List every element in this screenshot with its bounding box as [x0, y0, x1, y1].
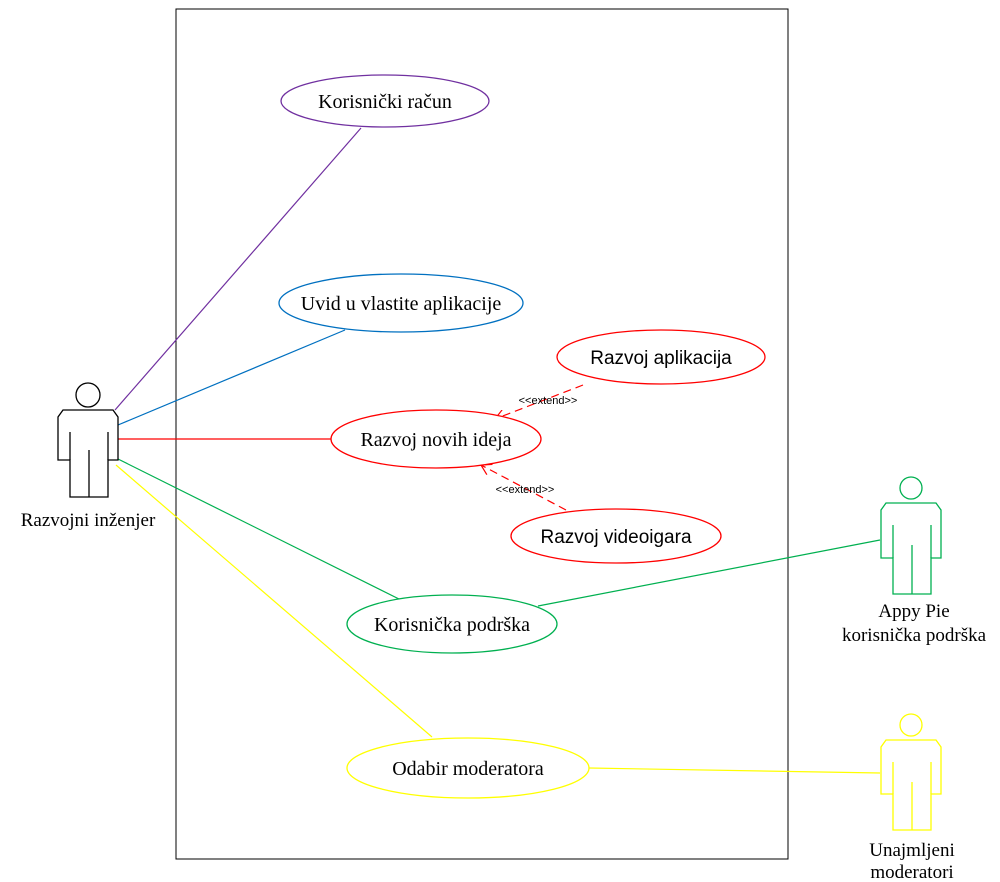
- association-moderators-hired: [588, 767, 881, 774]
- use-case-game-dev[interactable]: Razvoj videoigara: [510, 508, 722, 564]
- association-developer-support: [117, 458, 404, 602]
- extend-games-label: <<extend>>: [496, 484, 555, 496]
- extend-apps-arrow: [495, 384, 584, 419]
- actor-appy-support-label-line2: korisnička podrška: [842, 625, 987, 646]
- actor-developer-label: Razvojni inženjer: [21, 510, 156, 531]
- association-support-appy: [537, 539, 881, 607]
- system-boundary: [175, 8, 789, 860]
- use-case-own-apps[interactable]: Uvid u vlastite aplikacije: [278, 273, 524, 333]
- use-case-account-label: Korisnički račun: [318, 91, 452, 113]
- actor-hired-moderators[interactable]: Unajmljeni moderatori: [869, 713, 955, 882]
- use-case-support-label: Korisnička podrška: [374, 614, 530, 636]
- actor-hired-moderators-label-line2: moderatori: [870, 862, 953, 882]
- association-developer-own-apps: [117, 329, 346, 426]
- stick-figure-actor-icon: [57, 382, 119, 498]
- stick-figure-actor-icon: [880, 476, 942, 595]
- use-case-game-dev-label: Razvoj videoigara: [540, 527, 691, 548]
- use-case-app-dev-label: Razvoj aplikacija: [590, 348, 732, 369]
- actor-appy-support-label-line1: Appy Pie: [878, 601, 949, 622]
- actor-appy-support[interactable]: Appy Pie korisnička podrška: [842, 476, 987, 646]
- use-case-new-ideas-label: Razvoj novih ideja: [360, 429, 511, 451]
- association-developer-moderators: [115, 464, 433, 738]
- use-case-own-apps-label: Uvid u vlastite aplikacije: [301, 293, 502, 315]
- actor-hired-moderators-label-line1: Unajmljeni: [869, 840, 954, 861]
- association-developer-account: [114, 127, 362, 411]
- extend-games-arrow: [481, 465, 567, 511]
- use-case-app-dev[interactable]: Razvoj aplikacija: [556, 329, 766, 385]
- use-case-new-ideas[interactable]: Razvoj novih ideja: [330, 409, 542, 469]
- use-case-account[interactable]: Korisnički račun: [280, 74, 490, 128]
- extend-apps-label: <<extend>>: [519, 395, 578, 407]
- use-case-support[interactable]: Korisnička podrška: [346, 594, 558, 654]
- use-case-moderators[interactable]: Odabir moderatora: [346, 737, 590, 799]
- stick-figure-actor-icon: [880, 713, 942, 831]
- actor-developer[interactable]: Razvojni inženjer: [21, 382, 156, 531]
- use-case-moderators-label: Odabir moderatora: [392, 758, 544, 780]
